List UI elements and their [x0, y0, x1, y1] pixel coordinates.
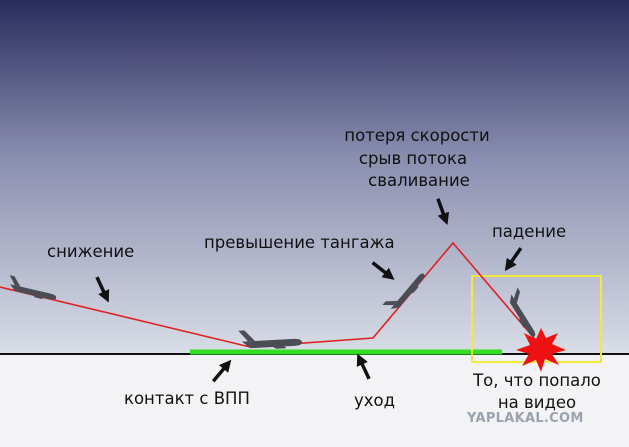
video-frame-box: [471, 275, 602, 363]
ground: [0, 354, 629, 447]
label-stall: сваливание: [368, 171, 470, 190]
sky-background: [0, 0, 629, 354]
label-video-line2: на видео: [498, 393, 576, 412]
watermark: YAPLAKAL.COM: [466, 411, 584, 426]
label-fall: падение: [492, 222, 566, 241]
label-speed-loss: потеря скорости: [344, 126, 489, 145]
label-video-line1: То, что попало: [472, 371, 601, 390]
label-pitch-excess: превышение тангажа: [204, 233, 395, 252]
label-flow-separation: срыв потока: [359, 149, 467, 168]
label-go-around: уход: [354, 391, 395, 410]
label-descent: снижение: [47, 242, 134, 261]
label-touchdown: контакт с ВПП: [124, 389, 250, 408]
explosion-icon: [516, 328, 566, 372]
flight-trajectory: [0, 241, 541, 348]
